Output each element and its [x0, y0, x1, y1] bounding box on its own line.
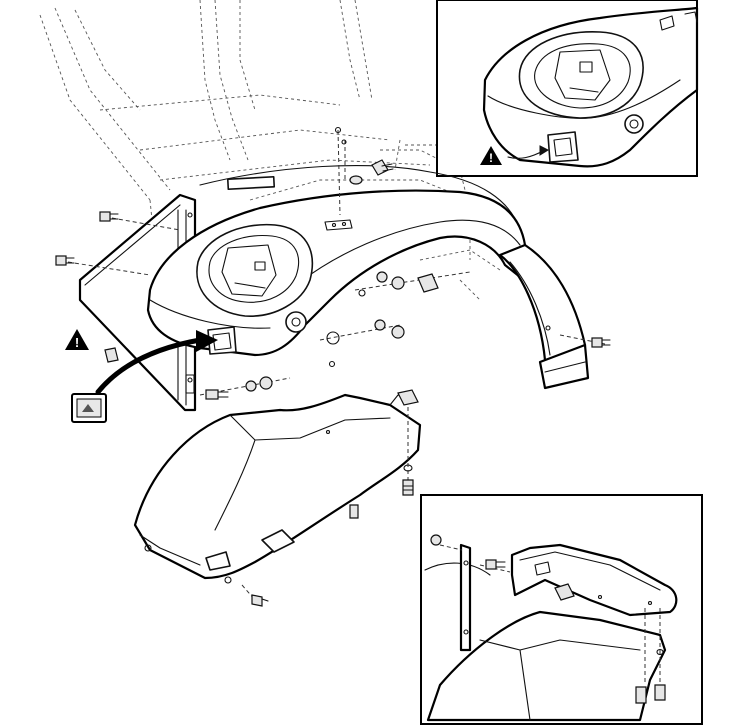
rear-fender-extension	[498, 243, 590, 390]
clip-icon	[104, 347, 119, 363]
inset-panel-bottom-right	[420, 494, 703, 725]
warning-triangle-icon-inset: !	[480, 146, 502, 165]
safety-decal-icon	[71, 393, 107, 423]
lower-floor-panel	[133, 393, 422, 584]
lower-left-hardware	[199, 376, 291, 400]
bolt-left-lower	[55, 255, 151, 276]
main-fender	[146, 165, 532, 357]
top-bolt-assembly	[226, 126, 394, 216]
fender-detail-inset	[482, 6, 699, 168]
arrow-icon	[95, 330, 218, 395]
warning-triangle-icon: !	[65, 329, 89, 350]
spacer-bar	[226, 176, 276, 190]
floor-bolts	[241, 389, 419, 607]
bolt-left-upper	[99, 211, 181, 231]
svg-text:!: !	[75, 335, 79, 350]
inset-panel-top-right: !	[436, 0, 699, 177]
right-hardware-cluster	[319, 271, 611, 368]
decal-location-square	[547, 131, 579, 163]
bracket-detail-inset	[424, 534, 678, 722]
svg-text:!: !	[489, 151, 493, 165]
